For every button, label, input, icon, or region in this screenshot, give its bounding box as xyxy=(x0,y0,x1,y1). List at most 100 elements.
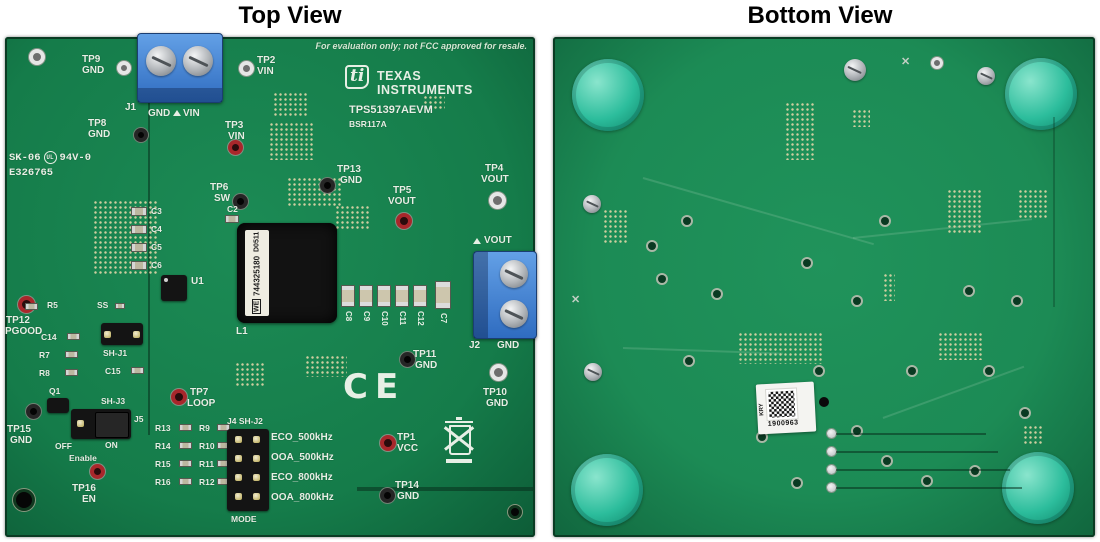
sticker-body: 1900963 xyxy=(765,387,799,428)
screw-slot xyxy=(979,72,993,80)
tp10-label: TP10 xyxy=(483,387,507,398)
terminal-lip xyxy=(138,88,222,102)
via-grid xyxy=(883,273,895,301)
tp3-label: TP3 xyxy=(225,120,244,131)
tp14-net-label: GND xyxy=(397,491,420,502)
j4-label: J4 SH-J2 xyxy=(227,416,263,426)
c11-capacitor xyxy=(395,285,409,307)
c8-capacitor xyxy=(341,285,355,307)
via-grid xyxy=(938,332,982,360)
header-pin xyxy=(133,331,140,338)
tp16-test-point xyxy=(90,464,105,479)
ce-mark: CE xyxy=(343,367,406,407)
datamatrix-barcode xyxy=(765,387,799,422)
tp9-test-point xyxy=(117,61,131,75)
inductor-mfr: WE xyxy=(252,298,262,314)
tp2-test-point xyxy=(239,61,254,76)
copper-trace xyxy=(836,487,1022,489)
ss-capacitor xyxy=(115,303,125,309)
enable-label: Enable xyxy=(69,453,97,463)
r10-label: R10 xyxy=(199,441,215,451)
copper-trace xyxy=(882,365,1025,419)
c2-capacitor xyxy=(225,215,239,223)
c9-capacitor xyxy=(359,285,373,307)
copper-trace xyxy=(852,218,1033,239)
via-grid xyxy=(738,332,822,364)
tp7-net-label: LOOP xyxy=(187,398,216,409)
via xyxy=(803,259,811,267)
copper-trace xyxy=(1053,117,1055,307)
via xyxy=(923,477,931,485)
c12-capacitor xyxy=(413,285,427,307)
via-grid xyxy=(1018,189,1048,219)
tp1-net-label: VCC xyxy=(397,443,419,454)
j2-terminal-block xyxy=(473,251,537,339)
sticker-vendor: KRY xyxy=(758,402,766,416)
tp8-label: TP8 xyxy=(88,118,107,129)
via xyxy=(793,479,801,487)
corner-bumper xyxy=(1005,58,1077,130)
c14-label: C14 xyxy=(41,332,57,342)
flammability-rating: 94V-0 xyxy=(59,151,92,164)
tp7-label: TP7 xyxy=(190,387,209,398)
c15-capacitor xyxy=(131,367,144,374)
via-grid xyxy=(1023,425,1043,445)
sticker-serial: 1900963 xyxy=(767,419,799,428)
tp11-test-point xyxy=(400,352,415,367)
weee-icon xyxy=(441,417,477,469)
tp5-net-label: VOUT xyxy=(388,196,416,207)
c6-label: C6 xyxy=(151,260,162,270)
screw-slot xyxy=(847,65,863,75)
c11-label: C11 xyxy=(398,311,407,326)
serial-label-sticker: KRY 1900963 xyxy=(755,381,817,435)
mode-option-1: ECO_500kHz xyxy=(271,432,333,443)
tp7-test-point xyxy=(171,389,187,405)
mounting-hole xyxy=(13,489,35,511)
mode-option-3: ECO_800kHz xyxy=(271,472,333,483)
via xyxy=(683,217,691,225)
j4-mode-header xyxy=(227,429,269,511)
tp8-net-label: GND xyxy=(88,129,111,140)
board-model: TPS51397AEVM xyxy=(349,104,433,116)
r12-label: R12 xyxy=(199,477,215,487)
via xyxy=(985,367,993,375)
bottom-view-title: Bottom View xyxy=(747,2,893,29)
via xyxy=(908,367,916,375)
tp5-test-point xyxy=(396,213,412,229)
screw-slot xyxy=(504,308,524,320)
via xyxy=(658,275,666,283)
via xyxy=(1021,409,1029,417)
terminal-screw xyxy=(500,300,528,328)
via xyxy=(853,427,861,435)
j5-enable-header xyxy=(71,409,131,439)
terminal-screw xyxy=(183,46,213,76)
c10-capacitor xyxy=(377,285,391,307)
brand-line1: Texas xyxy=(377,69,422,83)
via xyxy=(815,367,823,375)
j1-ref-label: J1 xyxy=(125,102,137,113)
j2-vout-label: VOUT xyxy=(484,235,512,246)
tp6-test-point xyxy=(233,194,248,209)
via xyxy=(853,297,861,305)
r5-label: R5 xyxy=(47,300,58,310)
r9-resistor xyxy=(217,424,230,431)
tp13-net-label: GND xyxy=(340,175,363,186)
terminal-screw xyxy=(500,260,528,288)
fiducial-cross-icon: ✕ xyxy=(571,294,581,306)
via-grid xyxy=(423,95,445,111)
mounting-screw xyxy=(844,59,866,81)
via-grid xyxy=(93,200,157,274)
r16-label: R16 xyxy=(155,477,171,487)
via-grid xyxy=(947,189,981,233)
via-grid xyxy=(235,362,265,386)
shj1-label: SH-J1 xyxy=(103,348,128,358)
j2-gnd-label: GND xyxy=(497,340,520,351)
l1-label: L1 xyxy=(236,326,248,337)
r8-label: R8 xyxy=(39,368,50,378)
pcb-bottom-view: ✕ ✕ KRY xyxy=(553,37,1095,537)
shj3-label: SH-J3 xyxy=(101,396,126,406)
r13-label: R13 xyxy=(155,423,171,433)
l1-inductor: WE 744325180 D0511 xyxy=(237,223,337,323)
tp8-test-point xyxy=(134,128,148,142)
tp14-label: TP14 xyxy=(395,480,419,491)
